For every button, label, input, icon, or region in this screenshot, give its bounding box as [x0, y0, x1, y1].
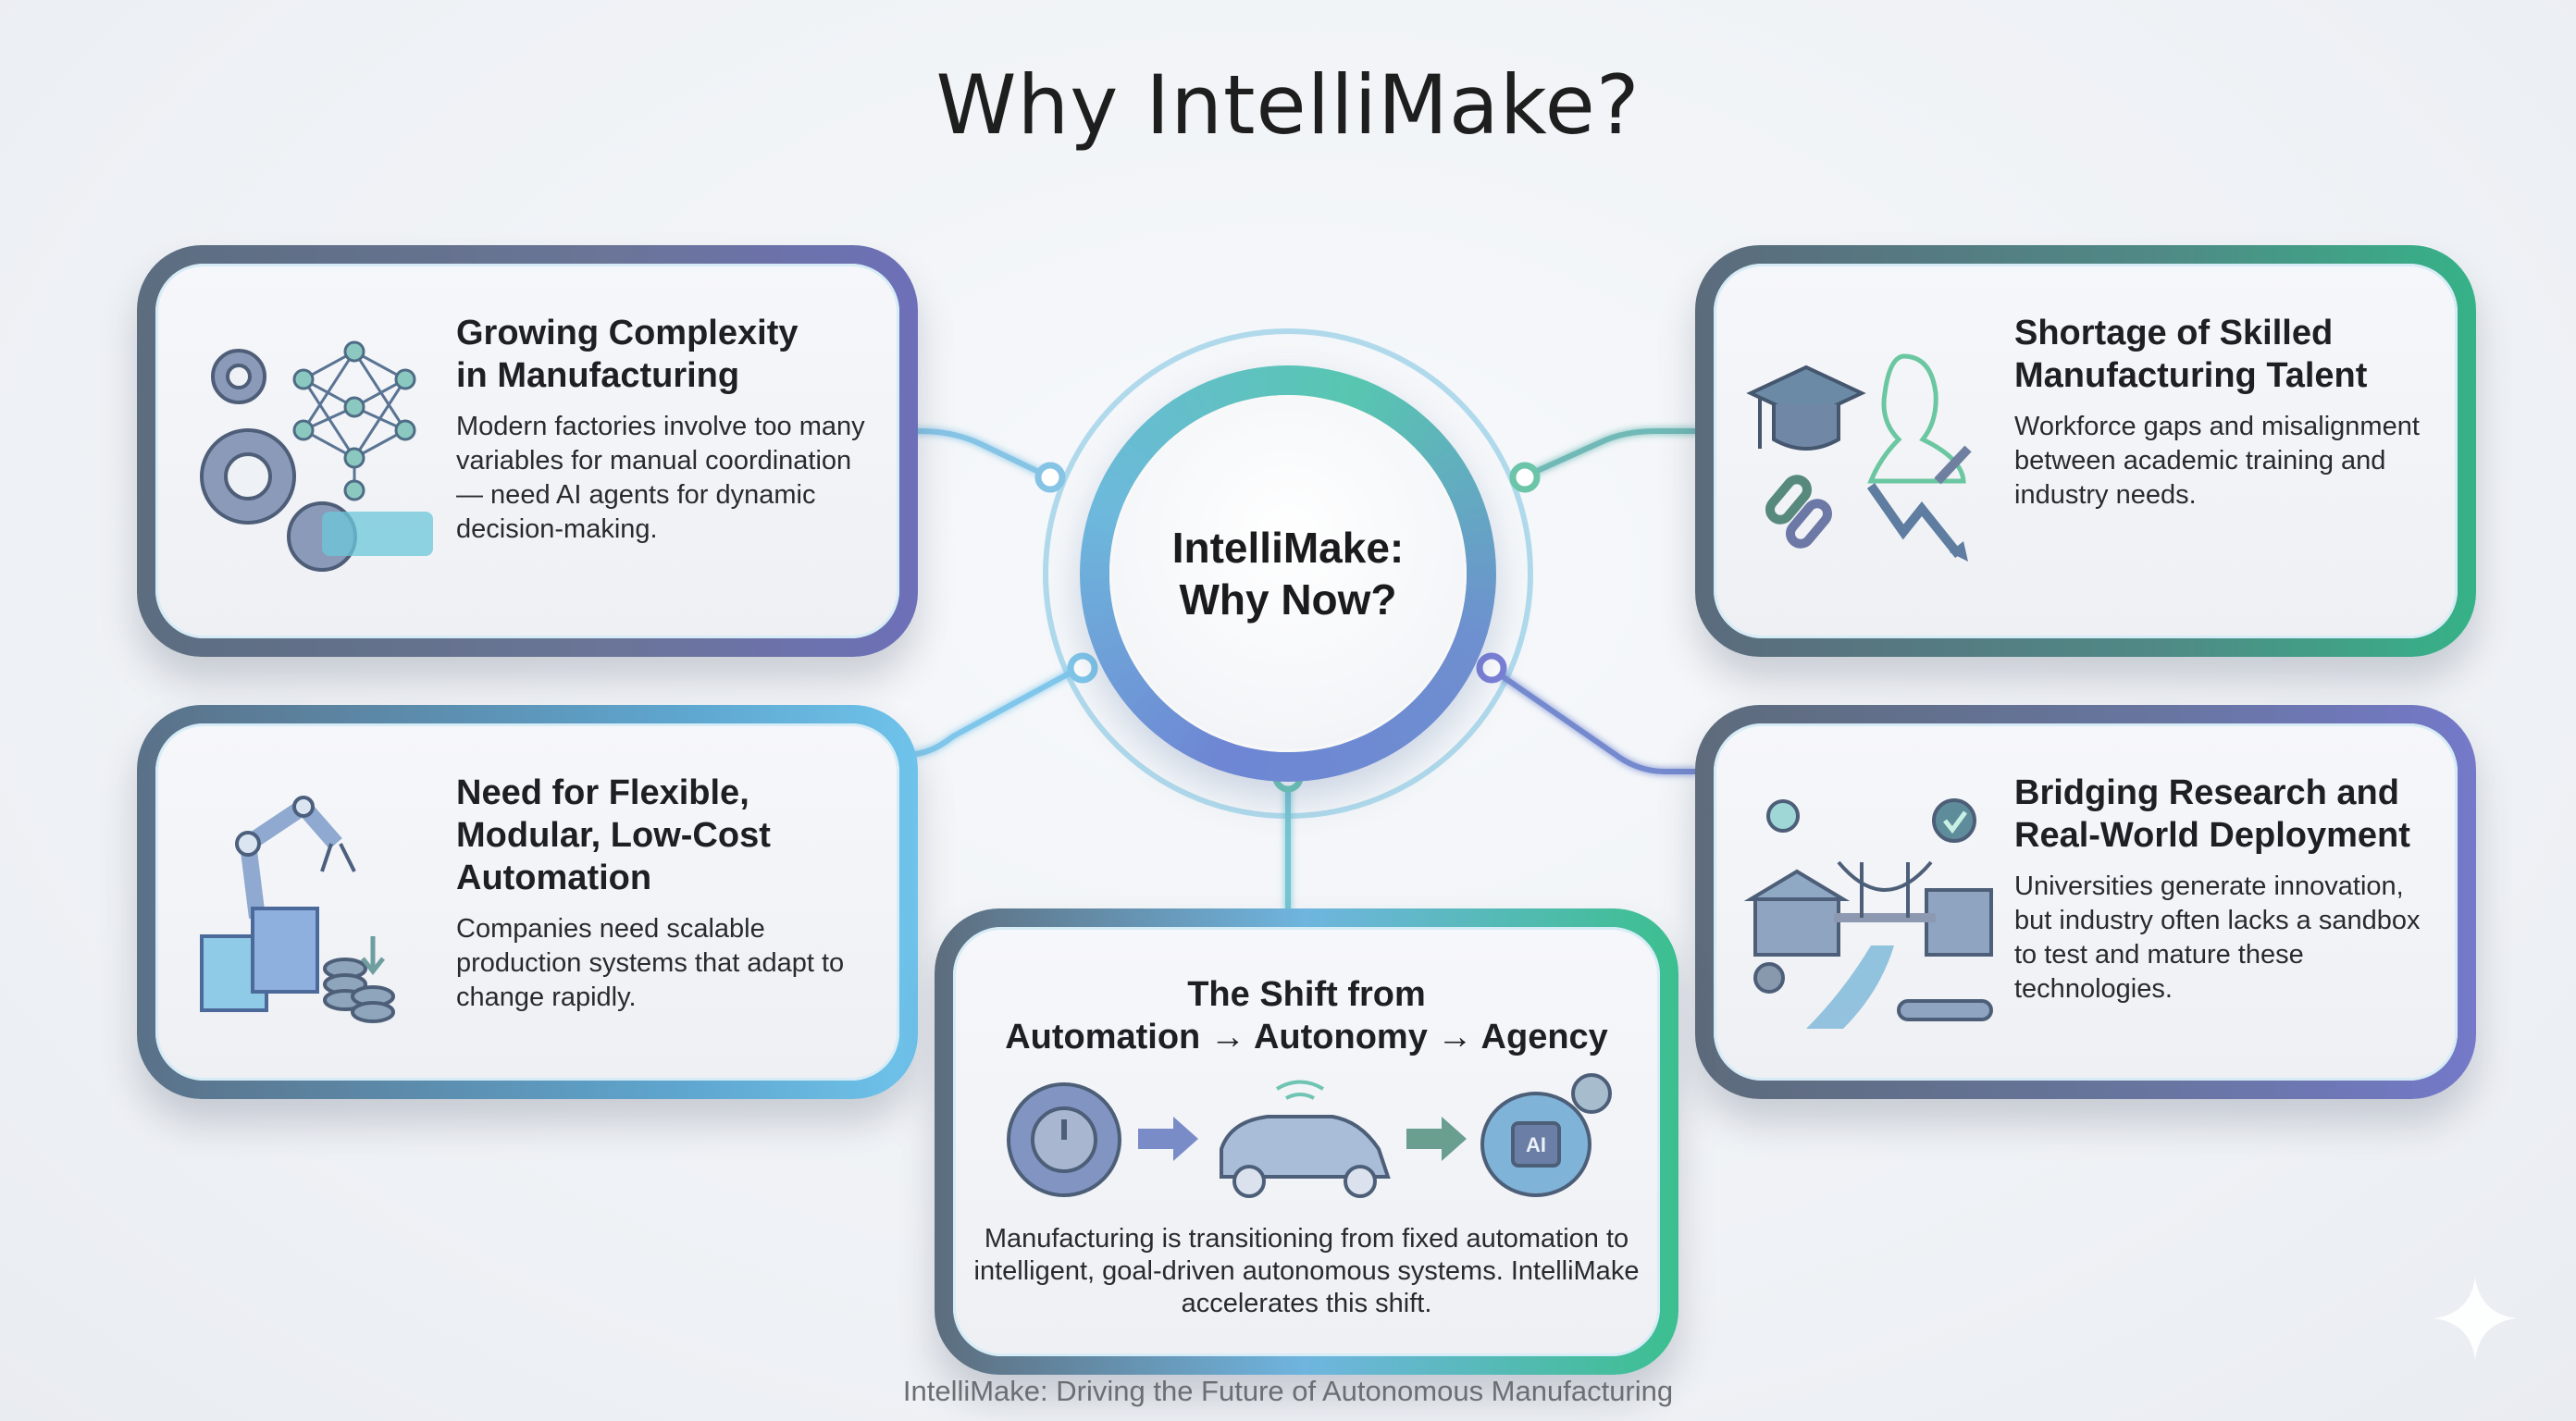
card-title: Bridging Research and Real-World Deploym… — [2014, 773, 2410, 855]
graduation-cap-broken-chain-worker-icon — [1746, 353, 1972, 562]
card-bridging-research: Bridging Research and Real-World Deploym… — [1695, 705, 2476, 1099]
card-description: Universities generate innovation, but in… — [2014, 871, 2421, 1004]
card-flexible-automation: Need for Flexible, Modular, Low-Cost Aut… — [137, 705, 918, 1099]
center-title-line1: IntelliMake: — [1171, 524, 1405, 572]
arrow-right-icon — [1406, 1117, 1467, 1161]
center-hub: IntelliMake: Why Now? — [1080, 365, 1496, 782]
card-skilled-talent-shortage: Shortage of Skilled Manufacturing Talent… — [1695, 245, 2476, 657]
gear-power-icon — [1007, 1082, 1121, 1197]
footer-tagline: IntelliMake: Driving the Future of Auton… — [902, 1375, 1674, 1407]
card-description: Manufacturing is transitioning from fixe… — [973, 1224, 1640, 1318]
arrow-right-icon — [1138, 1117, 1198, 1161]
ai-label: AI — [1526, 1133, 1546, 1156]
ai-brain-target-icon — [1480, 1073, 1612, 1197]
card-description: Workforce gaps and misalignment between … — [2014, 412, 2420, 510]
card-automation-autonomy-agency: The Shift from Automation → Autonomy → A… — [935, 908, 1678, 1375]
card-growing-complexity: Growing Complexity in Manufacturing Mode… — [137, 245, 918, 657]
page-title: Why IntelliMake? — [935, 57, 1641, 153]
automation-flow-diagram: AI — [1007, 1073, 1612, 1198]
card-title: The Shift from Automation → Autonomy → A… — [1005, 975, 1608, 1056]
university-bridge-factory-icon — [1743, 798, 1993, 1029]
autonomous-car-icon — [1220, 1080, 1391, 1198]
gears-neural-network-icon — [200, 340, 433, 572]
card-title: Shortage of Skilled Manufacturing Talent — [2014, 314, 2368, 395]
robot-arm-modular-blocks-coins-icon — [200, 796, 395, 1023]
card-title: Need for Flexible, Modular, Low-Cost Aut… — [456, 773, 771, 897]
center-title-line2: Why Now? — [1179, 575, 1397, 624]
card-description: Modern factories involve too many variab… — [456, 412, 865, 544]
card-title: Growing Complexity in Manufacturing — [456, 314, 799, 395]
card-description: Companies need scalable production syste… — [456, 914, 845, 1012]
sparkle-icon — [2434, 1277, 2517, 1360]
